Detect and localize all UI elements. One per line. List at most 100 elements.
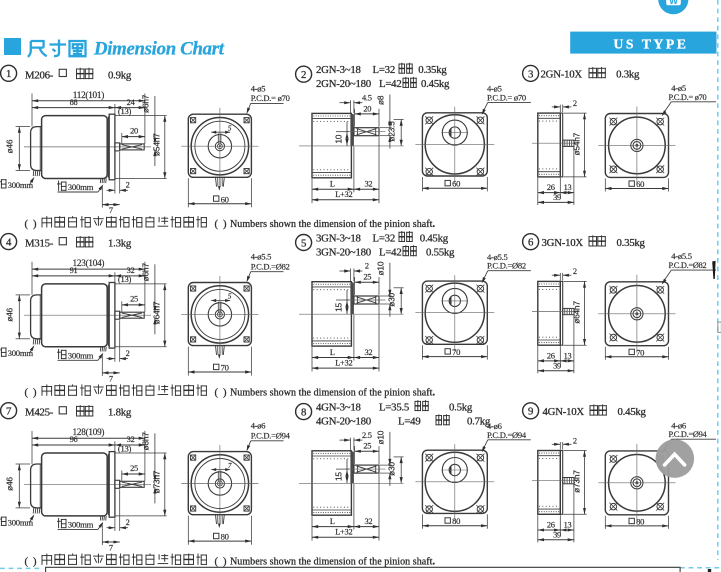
svg-text:P.C.D.=Ø82: P.C.D.=Ø82 <box>487 261 526 271</box>
svg-text:2: 2 <box>365 262 369 271</box>
svg-text:P.C.D.=Ø82: P.C.D.=Ø82 <box>251 262 290 272</box>
svg-text:4-ø5.5: 4-ø5.5 <box>487 252 507 262</box>
svg-text:ø73h7: ø73h7 <box>572 470 582 493</box>
svg-text:M425-: M425- <box>25 407 54 419</box>
svg-text:4-ø5: 4-ø5 <box>251 83 266 93</box>
svg-text:80: 80 <box>636 517 644 527</box>
svg-text:(: ( <box>25 219 29 230</box>
svg-text:0.45kg: 0.45kg <box>420 232 449 244</box>
svg-text:2: 2 <box>301 69 306 81</box>
svg-text:6: 6 <box>528 237 534 249</box>
svg-text:P.C.D.=Ø94: P.C.D.=Ø94 <box>251 431 291 441</box>
svg-text:7: 7 <box>228 462 232 470</box>
svg-text:P.C.D.= ø70: P.C.D.= ø70 <box>487 92 526 102</box>
svg-text:32: 32 <box>127 266 135 275</box>
svg-text:80: 80 <box>452 516 460 526</box>
svg-text:4GN-3~18: 4GN-3~18 <box>316 401 361 413</box>
svg-text:ø30: ø30 <box>387 292 397 306</box>
svg-text:2.5: 2.5 <box>362 431 372 440</box>
svg-text:13: 13 <box>564 521 572 530</box>
svg-text:1: 1 <box>6 68 11 80</box>
svg-text:ø8: ø8 <box>375 95 385 105</box>
svg-text:ø64h7: ø64h7 <box>152 301 162 324</box>
svg-text:4-ø5.5: 4-ø5.5 <box>671 251 691 261</box>
svg-text:7: 7 <box>6 406 12 418</box>
svg-text:5: 5 <box>228 293 232 301</box>
svg-text:96: 96 <box>70 435 78 444</box>
svg-text:25: 25 <box>130 295 138 304</box>
svg-text:2: 2 <box>573 99 577 108</box>
svg-text:Dimension Chart: Dimension Chart <box>93 39 225 60</box>
svg-text:(13): (13) <box>118 106 132 116</box>
svg-text:): ) <box>33 556 37 567</box>
svg-text:2GN-3~18: 2GN-3~18 <box>316 64 361 76</box>
svg-text:300mm: 300mm <box>68 182 94 192</box>
svg-text:L=42: L=42 <box>379 78 401 90</box>
svg-text:7: 7 <box>109 544 113 553</box>
svg-text:2: 2 <box>126 349 130 358</box>
svg-text:(13): (13) <box>118 274 132 284</box>
svg-text:80: 80 <box>221 532 229 542</box>
svg-text:ø73h7: ø73h7 <box>152 470 162 493</box>
svg-text:8: 8 <box>301 407 306 419</box>
svg-text:4-ø6: 4-ø6 <box>487 421 502 431</box>
svg-text:26: 26 <box>547 183 555 192</box>
svg-text:ø46: ø46 <box>4 477 14 491</box>
svg-text:32: 32 <box>364 517 372 526</box>
svg-text:26: 26 <box>547 521 555 530</box>
svg-text:ø30: ø30 <box>387 462 397 476</box>
svg-text:0.5kg: 0.5kg <box>449 401 473 413</box>
svg-text:10: 10 <box>333 134 343 143</box>
svg-text:L: L <box>330 517 335 526</box>
svg-text:ø6h7: ø6h7 <box>140 94 150 113</box>
svg-text:2: 2 <box>126 181 130 190</box>
svg-text:): ) <box>33 219 37 230</box>
svg-text:4.5: 4.5 <box>362 93 372 102</box>
svg-text:P.C.D.=Ø94: P.C.D.=Ø94 <box>487 430 527 440</box>
svg-text:ø23.5: ø23.5 <box>387 121 397 142</box>
svg-text:24: 24 <box>127 98 136 107</box>
svg-text:Numbers shown the dimension of: Numbers shown the dimension of the pinio… <box>230 219 436 230</box>
svg-text:3GN-10X: 3GN-10X <box>542 237 584 249</box>
svg-text:L=32: L=32 <box>373 64 395 76</box>
svg-text:25: 25 <box>363 273 371 282</box>
svg-text:ø6h7: ø6h7 <box>140 263 150 282</box>
svg-text:Numbers shown the dimension of: Numbers shown the dimension of the pinio… <box>230 556 436 567</box>
svg-text:4GN-20~180: 4GN-20~180 <box>316 416 371 428</box>
svg-text:60: 60 <box>452 179 460 189</box>
svg-text:): ) <box>223 219 227 230</box>
svg-text:P.C.D.= ø70: P.C.D.= ø70 <box>669 93 707 102</box>
svg-text:US TYPE: US TYPE <box>614 36 689 51</box>
svg-text:0.3kg: 0.3kg <box>616 69 640 81</box>
svg-text:L: L <box>330 348 335 357</box>
svg-text:M315-: M315- <box>25 238 54 250</box>
svg-text:4-ø5: 4-ø5 <box>671 83 686 93</box>
svg-text:3GN-20~180: 3GN-20~180 <box>316 247 371 259</box>
svg-text:1.8kg: 1.8kg <box>108 407 132 419</box>
svg-text:L+32: L+32 <box>335 528 352 537</box>
svg-text:0.35kg: 0.35kg <box>617 237 646 249</box>
svg-text:91: 91 <box>70 266 78 275</box>
svg-text:): ) <box>33 387 37 398</box>
svg-text:0.35kg: 0.35kg <box>418 64 447 76</box>
svg-text:ø46: ø46 <box>4 307 14 321</box>
svg-text:70: 70 <box>221 363 229 373</box>
svg-text:13: 13 <box>564 351 572 360</box>
svg-text:39: 39 <box>553 193 561 202</box>
svg-text:32: 32 <box>364 348 372 357</box>
svg-text:2GN-20~180: 2GN-20~180 <box>316 78 371 90</box>
svg-text:300mm: 300mm <box>8 180 34 190</box>
svg-text:L+32: L+32 <box>335 190 352 199</box>
svg-text:70: 70 <box>636 348 644 358</box>
svg-text:2: 2 <box>573 436 577 445</box>
svg-text:4-ø5.5: 4-ø5.5 <box>251 252 271 262</box>
svg-text:128(109): 128(109) <box>73 427 105 437</box>
svg-text:Numbers shown the dimension of: Numbers shown the dimension of the pinio… <box>230 387 436 398</box>
svg-text:15: 15 <box>333 303 343 312</box>
svg-text:4-ø6: 4-ø6 <box>251 421 266 431</box>
svg-text:L: L <box>330 180 335 189</box>
svg-text:26: 26 <box>547 351 555 360</box>
svg-text:123(104): 123(104) <box>73 258 105 268</box>
svg-text:20: 20 <box>130 126 138 135</box>
svg-text:300mm: 300mm <box>8 517 34 527</box>
